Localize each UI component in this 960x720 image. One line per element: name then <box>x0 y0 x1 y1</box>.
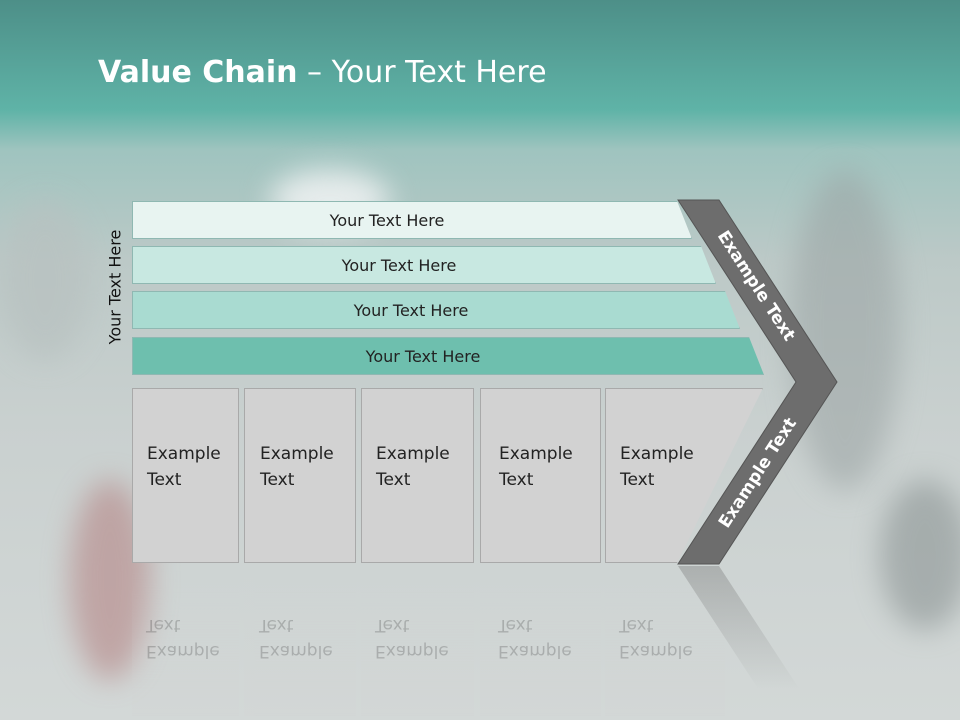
box-text-line1: Example <box>620 444 694 464</box>
box-text-line1: Example <box>376 444 450 464</box>
chevron-shape <box>677 199 838 565</box>
box-text-line1: Example <box>147 444 221 464</box>
box-text-line2: Text <box>376 470 411 490</box>
bar-label: Your Text Here <box>341 255 457 275</box>
support-activity-bar-4: Your Text Here <box>132 337 764 375</box>
box-text-line2: Text <box>499 470 534 490</box>
background-blur-shape <box>880 480 960 630</box>
box-text-line2: Text <box>260 470 295 490</box>
title-bold: Value Chain <box>98 55 298 90</box>
bar-label: Your Text Here <box>365 346 481 366</box>
slide-title: Value Chain – Your Text Here <box>98 55 547 90</box>
box-text-line2: Text <box>620 470 655 490</box>
bar-label: Your Text Here <box>329 210 445 230</box>
background-blur-shape <box>790 170 900 490</box>
title-rest: – Your Text Here <box>297 55 547 90</box>
box-text-line1: Example <box>499 444 573 464</box>
bar-label: Your Text Here <box>353 300 469 320</box>
support-activity-bar-2: Your Text Here <box>132 246 716 284</box>
box-text-line2: Text <box>147 470 182 490</box>
box-text-line1: Example <box>260 444 334 464</box>
support-activity-bar-1: Your Text Here <box>132 201 692 239</box>
background-blur-shape <box>0 200 90 360</box>
chevron-reflection <box>678 566 800 690</box>
support-activity-bar-3: Your Text Here <box>132 291 740 329</box>
